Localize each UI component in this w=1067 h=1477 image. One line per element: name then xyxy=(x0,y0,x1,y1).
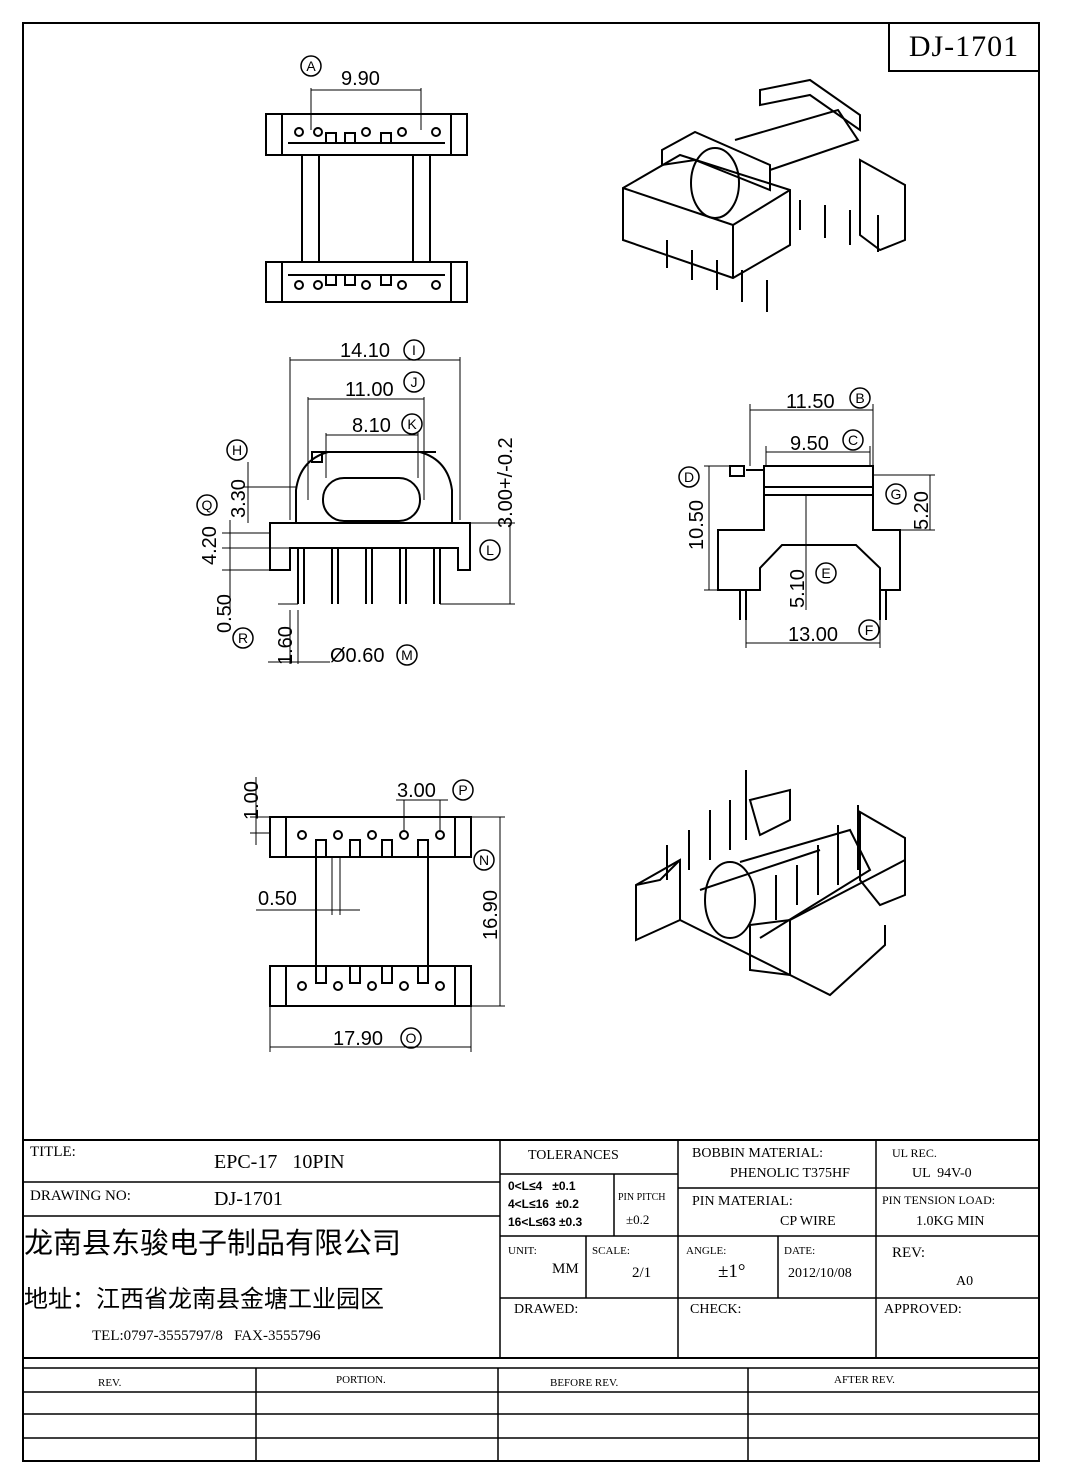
dim-pin-length: 1.60 xyxy=(275,626,297,665)
tolerance-row-2: 4<L≤16 ±0.2 xyxy=(508,1197,579,1211)
ref-h: H xyxy=(232,442,242,458)
tolerance-row-1: 0<L≤4 ±0.1 xyxy=(508,1179,576,1193)
ref-e: E xyxy=(821,565,830,581)
angle-value: ±1° xyxy=(718,1261,746,1282)
bobbin-material-label: BOBBIN MATERIAL: xyxy=(692,1146,824,1161)
company-contact: TEL:0797-3555797/8 FAX-3555796 xyxy=(92,1328,321,1344)
ul-rec-label: UL REC. xyxy=(892,1146,937,1160)
ref-a: A xyxy=(306,58,316,74)
unit-value: MM xyxy=(552,1261,579,1277)
front-view xyxy=(196,339,515,666)
drawing-no-value: DJ-1701 xyxy=(214,1188,283,1210)
tolerances-label: TOLERANCES xyxy=(528,1148,619,1163)
rev-table-header-before: BEFORE REV. xyxy=(550,1377,619,1389)
ul-rec-value: UL 94V-0 xyxy=(912,1166,972,1181)
dim-n: 16.90 xyxy=(480,890,502,940)
ref-f: F xyxy=(865,622,874,638)
rev-table-header-portion: PORTION. xyxy=(336,1374,386,1386)
pin-pitch-value: ±0.2 xyxy=(626,1212,650,1227)
scale-value: 2/1 xyxy=(632,1265,652,1281)
drawing-number-box: DJ-1701 xyxy=(888,22,1040,72)
dim-e: 5.10 xyxy=(787,569,809,608)
bobbin-material-value: PHENOLIC T375HF xyxy=(730,1166,850,1181)
title-label: TITLE: xyxy=(30,1144,76,1160)
ref-m: M xyxy=(401,647,413,663)
rev-table-header-rev: REV. xyxy=(98,1377,122,1389)
drawing-sheet-border xyxy=(22,22,1040,1462)
dim-top: 1.00 xyxy=(241,781,263,820)
company-address: 地址：江西省龙南县金塘工业园区 xyxy=(24,1285,384,1313)
pin-tension-value: 1.0KG MIN xyxy=(916,1214,985,1229)
dim-f: 13.00 xyxy=(788,624,838,646)
dim-k: 8.10 xyxy=(352,415,391,437)
title-block-grid xyxy=(22,1139,1040,1462)
drawed-label: DRAWED: xyxy=(514,1302,579,1317)
dim-a: 9.90 xyxy=(341,68,380,90)
side-view xyxy=(678,387,935,648)
dim-j: 11.00 xyxy=(345,379,394,401)
dim-g: 5.20 xyxy=(911,491,933,530)
company-name: 龙南县东骏电子制品有限公司 xyxy=(24,1226,402,1260)
dim-i: 14.10 xyxy=(340,340,390,362)
rev-table-header-after: AFTER REV. xyxy=(834,1374,895,1386)
rev-label: REV: xyxy=(892,1245,926,1261)
isometric-view-lower xyxy=(635,770,906,997)
ref-b: B xyxy=(855,390,864,406)
rev-value: A0 xyxy=(956,1274,974,1289)
pin-tension-label: PIN TENSION LOAD: xyxy=(882,1193,996,1207)
dim-d: 10.50 xyxy=(686,500,708,550)
approved-label: APPROVED: xyxy=(884,1302,962,1317)
isometric-view-upper xyxy=(622,78,906,312)
dim-m: Ø0.60 xyxy=(330,645,384,667)
drawing-no-label: DRAWING NO: xyxy=(30,1188,131,1204)
ref-k: K xyxy=(407,416,417,432)
ref-d: D xyxy=(684,469,694,485)
dim-c: 9.50 xyxy=(790,433,829,455)
unit-label: UNIT: xyxy=(508,1245,537,1257)
ref-q: Q xyxy=(202,497,213,513)
pin-material-label: PIN MATERIAL: xyxy=(692,1194,793,1209)
ref-l: L xyxy=(486,542,494,558)
ref-r: R xyxy=(238,630,248,646)
ref-j: J xyxy=(411,374,418,390)
dim-b: 11.50 xyxy=(786,391,835,413)
dim-h: 3.30 xyxy=(228,479,250,518)
dim-r: 0.50 xyxy=(214,594,236,633)
title-value: EPC-17 10PIN xyxy=(214,1151,345,1173)
top-view xyxy=(265,55,468,303)
bottom-view xyxy=(250,777,505,1052)
tolerance-row-3: 16<L≤63 ±0.3 xyxy=(508,1215,583,1229)
pin-material-value: CP WIRE xyxy=(780,1214,836,1229)
date-label: DATE: xyxy=(784,1245,816,1257)
dim-q: 4.20 xyxy=(199,526,221,565)
dim-gap: 0.50 xyxy=(258,888,297,910)
angle-label: ANGLE: xyxy=(686,1245,727,1257)
ref-i: I xyxy=(412,342,416,358)
pin-pitch-label: PIN PITCH xyxy=(618,1192,666,1203)
scale-label: SCALE: xyxy=(592,1245,630,1257)
ref-p: P xyxy=(458,782,467,798)
ref-c: C xyxy=(848,432,858,448)
ref-o: O xyxy=(406,1030,417,1046)
dim-p: 3.00 xyxy=(397,780,436,802)
ref-g: G xyxy=(891,486,902,502)
dim-o: 17.90 xyxy=(333,1028,383,1050)
ref-n: N xyxy=(479,852,489,868)
date-value: 2012/10/08 xyxy=(788,1266,852,1281)
dim-l: 3.00+/-0.2 xyxy=(495,437,517,528)
check-label: CHECK: xyxy=(690,1302,742,1317)
